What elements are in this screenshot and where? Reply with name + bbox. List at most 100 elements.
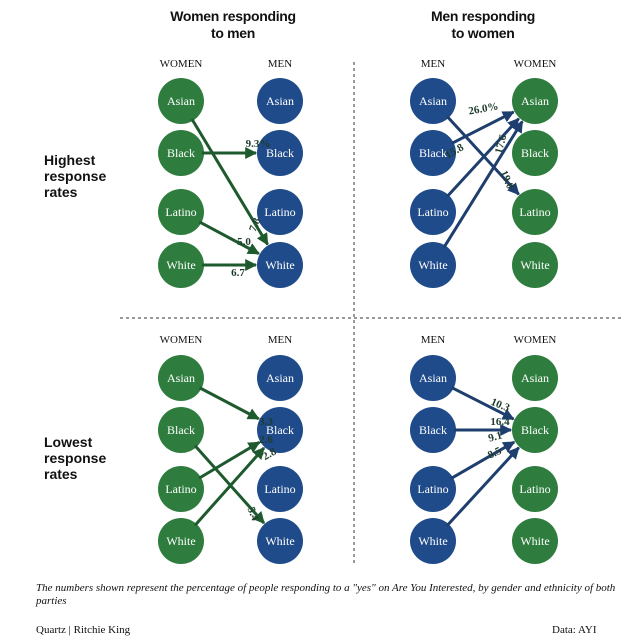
women-white-label: White bbox=[166, 258, 195, 272]
men-asian-label: Asian bbox=[266, 371, 294, 385]
response-rate-label: 9.3% bbox=[246, 138, 271, 150]
response-rate-label: 5.0 bbox=[237, 236, 251, 248]
arrow-white-to-black bbox=[446, 446, 520, 527]
arrow-asian-to-white bbox=[190, 118, 269, 246]
men-black-label: Black bbox=[419, 423, 447, 437]
arrow-white-to-asian bbox=[442, 120, 524, 248]
men-asian-node bbox=[257, 78, 303, 124]
women-white-label: White bbox=[520, 534, 549, 548]
women-column-heading: WOMEN bbox=[160, 334, 203, 346]
men-asian-node bbox=[410, 78, 456, 124]
men-asian-node bbox=[410, 355, 456, 401]
row-label-line: response bbox=[44, 450, 107, 466]
women-black-node bbox=[158, 130, 204, 176]
row-label-highest: Highest response rates bbox=[44, 152, 124, 200]
men-latino-label: Latino bbox=[417, 205, 448, 219]
row-label-line: Lowest bbox=[44, 434, 93, 450]
arrow-black-to-asian bbox=[451, 110, 515, 145]
women-asian-node bbox=[158, 78, 204, 124]
men-black-node bbox=[257, 407, 303, 453]
men-asian-label: Asian bbox=[419, 371, 447, 385]
women-latino-node bbox=[512, 189, 558, 235]
men-latino-node bbox=[410, 189, 456, 235]
women-asian-label: Asian bbox=[521, 371, 549, 385]
men-black-node bbox=[257, 130, 303, 176]
title-women-to-men: Women responding to men bbox=[133, 8, 333, 42]
response-rate-label: 3.3 bbox=[259, 416, 273, 428]
response-rate-label: 17.6 bbox=[493, 133, 510, 155]
men-asian-node bbox=[257, 355, 303, 401]
women-white-node bbox=[158, 518, 204, 564]
row-label-line: rates bbox=[44, 184, 78, 200]
men-asian-label: Asian bbox=[419, 94, 447, 108]
arrow-black-to-white bbox=[193, 444, 266, 525]
arrow-asian-to-black bbox=[451, 386, 515, 421]
women-asian-node bbox=[512, 355, 558, 401]
response-rate-label: 6.7 bbox=[231, 267, 245, 279]
title-line: Men responding bbox=[431, 8, 535, 24]
men-latino-label: Latino bbox=[264, 205, 295, 219]
arrow-asian-to-latino bbox=[446, 115, 520, 196]
women-asian-label: Asian bbox=[167, 94, 195, 108]
women-latino-label: Latino bbox=[165, 482, 196, 496]
men-white-node bbox=[257, 518, 303, 564]
title-line: to men bbox=[210, 25, 256, 41]
men-latino-label: Latino bbox=[264, 482, 295, 496]
women-white-node bbox=[158, 242, 204, 288]
title-men-to-women: Men responding to women bbox=[383, 8, 583, 42]
caption: The numbers shown represent the percenta… bbox=[36, 582, 616, 607]
men-white-node bbox=[257, 242, 303, 288]
women-latino-label: Latino bbox=[519, 205, 550, 219]
men-white-label: White bbox=[265, 258, 294, 272]
row-label-lowest: Lowest response rates bbox=[44, 434, 124, 482]
response-rate-label: 7.8 bbox=[247, 216, 263, 234]
women-asian-label: Asian bbox=[521, 94, 549, 108]
women-latino-node bbox=[158, 189, 204, 235]
women-black-node bbox=[512, 407, 558, 453]
row-label-line: Highest bbox=[44, 152, 96, 168]
row-label-line: response bbox=[44, 168, 107, 184]
men-white-node bbox=[410, 242, 456, 288]
women-white-label: White bbox=[166, 534, 195, 548]
arrow-latino-to-black bbox=[198, 440, 261, 480]
women-black-label: Black bbox=[521, 423, 549, 437]
men-asian-label: Asian bbox=[266, 94, 294, 108]
men-latino-node bbox=[257, 466, 303, 512]
men-black-label: Black bbox=[419, 146, 447, 160]
women-asian-node bbox=[512, 78, 558, 124]
title-line: Women responding bbox=[170, 8, 296, 24]
women-black-label: Black bbox=[167, 146, 195, 160]
women-white-label: White bbox=[520, 258, 549, 272]
women-latino-label: Latino bbox=[165, 205, 196, 219]
credit: Quartz | Ritchie King bbox=[36, 624, 131, 636]
men-black-node bbox=[410, 407, 456, 453]
response-rate-label: 8.5 bbox=[486, 445, 504, 462]
men-white-node bbox=[410, 518, 456, 564]
men-column-heading: MEN bbox=[268, 58, 293, 70]
women-latino-label: Latino bbox=[519, 482, 550, 496]
response-rate-label: 9.1 bbox=[487, 430, 503, 445]
men-black-label: Black bbox=[266, 423, 294, 437]
women-asian-node bbox=[158, 355, 204, 401]
women-white-node bbox=[512, 518, 558, 564]
response-rate-label: 26.0% bbox=[468, 101, 500, 118]
women-latino-node bbox=[158, 466, 204, 512]
men-latino-node bbox=[257, 189, 303, 235]
men-black-node bbox=[410, 130, 456, 176]
arrow-latino-to-black bbox=[450, 440, 516, 480]
women-column-heading: WOMEN bbox=[514, 58, 557, 70]
response-rate-label: 16.4 bbox=[490, 416, 510, 428]
women-latino-node bbox=[512, 466, 558, 512]
response-rate-label: 2.6 bbox=[259, 434, 273, 446]
data-source: Data: AYI bbox=[552, 624, 597, 636]
response-rate-label: 5.4 bbox=[245, 505, 261, 523]
men-white-label: White bbox=[265, 534, 294, 548]
arrow-latino-to-white bbox=[198, 220, 260, 255]
men-column-heading: MEN bbox=[421, 58, 446, 70]
row-label-line: rates bbox=[44, 466, 78, 482]
men-white-label: White bbox=[418, 534, 447, 548]
